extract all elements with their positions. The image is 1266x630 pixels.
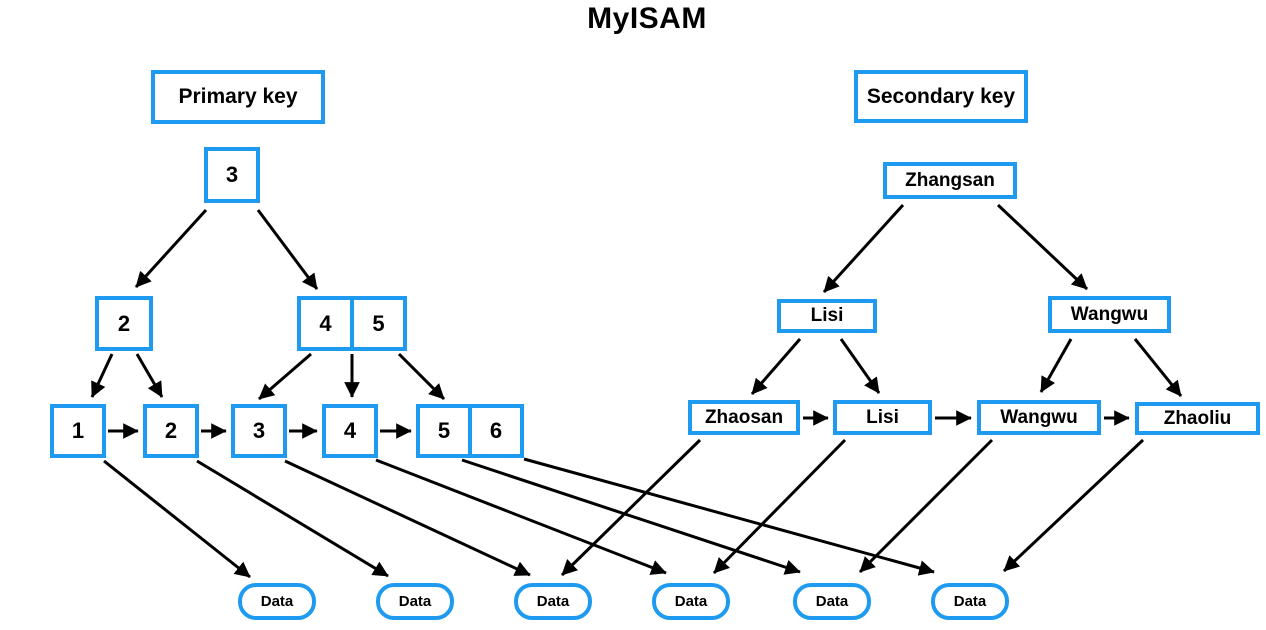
data-node-3: Data [514, 583, 592, 620]
data-node-6: Data [931, 583, 1009, 620]
primary-internal-node-4-5: 4 5 [297, 296, 407, 351]
data-node-3-label: Data [536, 593, 570, 610]
data-node-4: Data [652, 583, 730, 620]
arrow-leaf3-to-data3 [284, 459, 531, 577]
arrow-lisi-to-zhaosan [750, 338, 802, 395]
arrow-leaf6-to-data6 [523, 457, 935, 576]
arrow-proot-to-p45 [256, 209, 319, 290]
primary-leaf-2: 2 [143, 404, 199, 458]
secondary-root-node-zhangsan: Zhangsan [883, 162, 1017, 199]
primary-leaf-cell-5: 5 [437, 418, 451, 443]
primary-key-label-box: Primary key [151, 70, 325, 124]
arrow-leaf1-to-data1 [103, 459, 251, 579]
diagram-title: MyISAM [587, 2, 707, 35]
arrow-leaf2-to-data2 [196, 459, 389, 578]
primary-root-value: 3 [225, 162, 239, 187]
data-node-6-label: Data [953, 593, 987, 610]
primary-internal-cell-5: 5 [350, 300, 403, 347]
primary-leaf-3: 3 [231, 404, 287, 458]
primary-leaf-3-value: 3 [252, 418, 266, 443]
secondary-key-label: Secondary key [866, 84, 1016, 108]
secondary-internal-node-wangwu: Wangwu [1048, 296, 1171, 333]
primary-key-label: Primary key [178, 85, 298, 108]
primary-internal-node-2: 2 [95, 296, 153, 351]
data-node-5: Data [793, 583, 871, 620]
arrow-leaf4-to-data4 [375, 458, 667, 575]
secondary-leaf-wangwu-value: Wangwu [1000, 406, 1078, 428]
secondary-leaf-zhaosan-value: Zhaosan [704, 406, 784, 428]
data-node-1-label: Data [260, 593, 294, 610]
data-node-4-label: Data [674, 593, 708, 610]
primary-leaf-5-6: 5 6 [416, 404, 524, 458]
primary-leaf-4: 4 [322, 404, 378, 458]
arrow-wangwu-to-zhaoliu [1133, 338, 1183, 397]
primary-internal-cell-4: 4 [319, 310, 332, 336]
arrow-proot-to-p2 [134, 208, 208, 289]
arrow-p2-to-leaf1 [90, 353, 114, 398]
primary-leaf-1: 1 [50, 404, 106, 458]
primary-leaf-2-value: 2 [164, 418, 178, 443]
data-node-1: Data [238, 583, 316, 620]
secondary-internal-lisi-value: Lisi [810, 305, 844, 326]
secondary-internal-wangwu-value: Wangwu [1070, 303, 1149, 325]
arrow-p45-to-leaf3 [258, 352, 312, 401]
secondary-leaf-zhaoliu-value: Zhaoliu [1163, 407, 1232, 429]
secondary-leaf-zhaoliu: Zhaoliu [1135, 402, 1260, 435]
arrow-sroot-to-wangwu [996, 203, 1089, 291]
primary-leaf-cell-6: 6 [468, 408, 520, 454]
arrow-wangwuleaf-to-data5 [858, 438, 994, 574]
arrow-lisi-to-leaf-lisi [839, 338, 881, 394]
arrow-lisileaf-to-data4 [712, 438, 847, 575]
arrow-zhaoliu-to-data6 [1002, 438, 1145, 573]
primary-root-node: 3 [204, 147, 260, 203]
secondary-leaf-lisi: Lisi [833, 400, 932, 435]
arrow-zhaosan-to-data3 [560, 438, 702, 577]
secondary-leaf-wangwu: Wangwu [977, 400, 1101, 435]
arrow-wangwu-to-leaf-wangwu [1039, 338, 1073, 393]
data-node-5-label: Data [815, 593, 849, 610]
arrow-p2-to-leaf2 [135, 353, 164, 398]
primary-leaf-4-value: 4 [343, 418, 357, 443]
arrow-sroot-to-lisi [822, 203, 905, 294]
secondary-root-value: Zhangsan [905, 169, 995, 191]
secondary-leaf-zhaosan: Zhaosan [688, 400, 800, 435]
secondary-leaf-lisi-value: Lisi [866, 406, 899, 428]
arrow-p45-to-leaf5 [397, 352, 446, 401]
data-node-2-label: Data [398, 593, 432, 610]
data-node-2: Data [376, 583, 454, 620]
primary-internal-value-2: 2 [117, 310, 131, 336]
arrow-leaf5-to-data5 [461, 458, 801, 575]
primary-leaf-1-value: 1 [71, 418, 85, 443]
secondary-internal-node-lisi: Lisi [777, 299, 877, 333]
secondary-key-label-box: Secondary key [854, 70, 1028, 123]
